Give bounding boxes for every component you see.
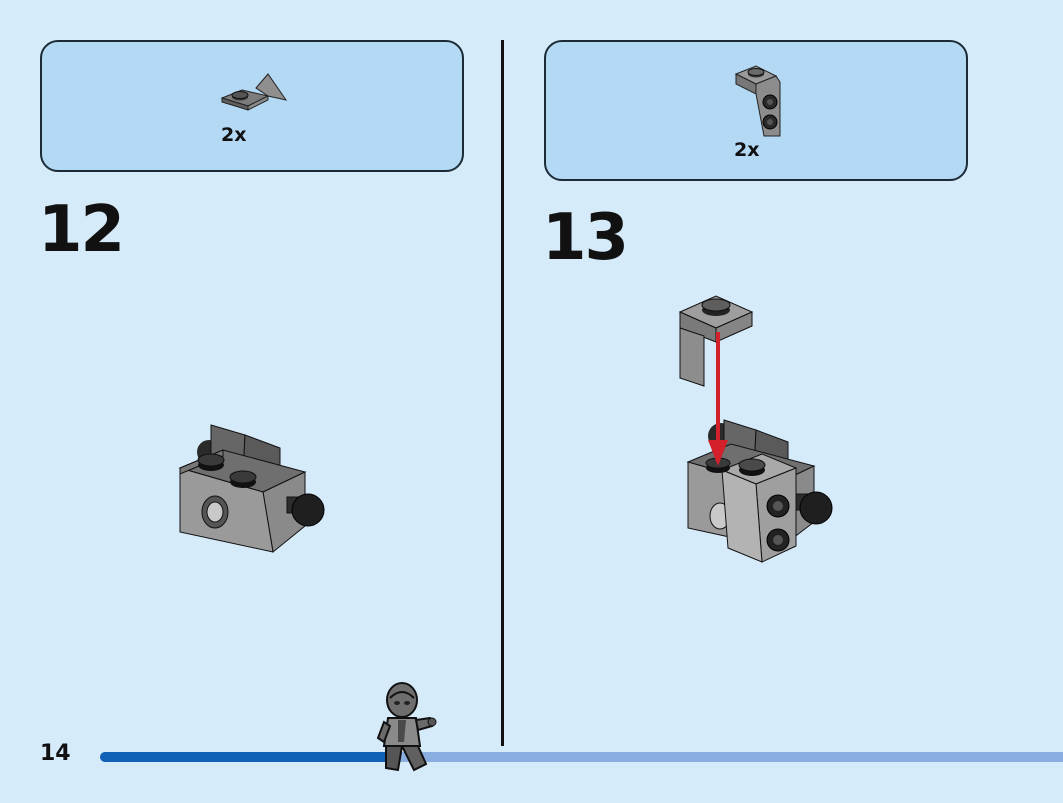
step-number: 13 [542, 201, 629, 275]
parts-callout-step-13: 2x [544, 40, 968, 181]
step-divider [501, 40, 504, 746]
part-quantity: 2x [221, 124, 247, 146]
step-12-model [178, 424, 325, 553]
bracket-plate-icon [220, 73, 288, 111]
step-number: 12 [38, 193, 125, 267]
progress-bar [100, 752, 1063, 762]
minifigure-progress-marker [376, 682, 437, 772]
parts-callout-step-12: 2x [40, 40, 464, 172]
part-quantity: 2x [734, 139, 760, 161]
step-13-model [678, 295, 833, 563]
page-number: 14 [40, 741, 71, 766]
inverted-bracket-icon [734, 65, 781, 137]
progress-bar-fill [100, 752, 399, 762]
